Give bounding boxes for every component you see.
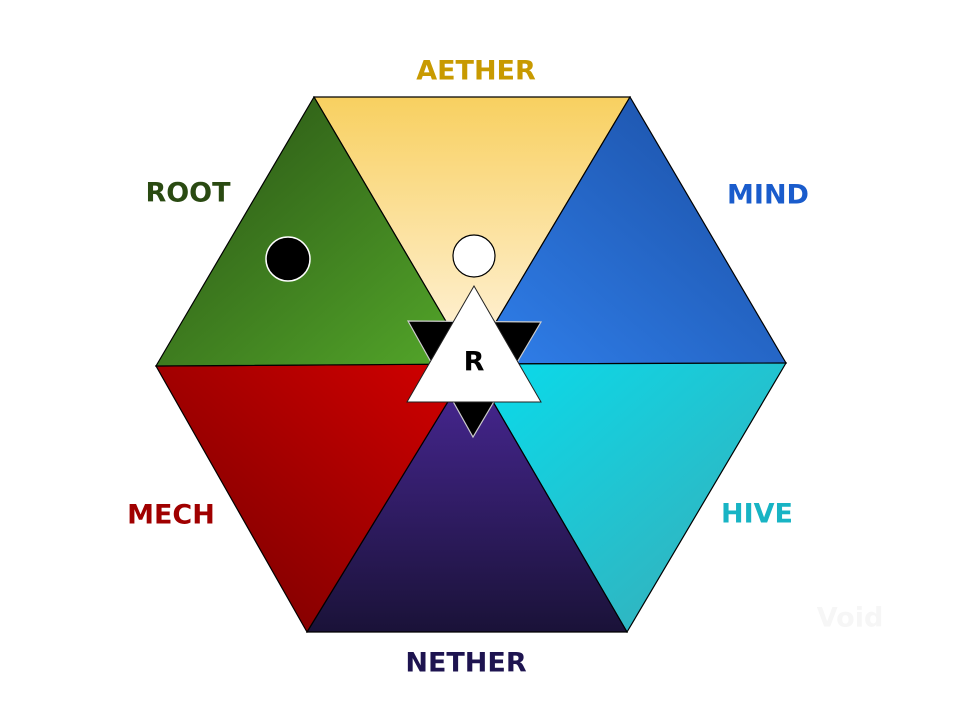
label-root: ROOT	[145, 178, 231, 209]
label-mech: MECH	[127, 500, 215, 531]
black-token[interactable]	[265, 236, 311, 282]
label-void: Void	[817, 603, 884, 634]
label-mind: MIND	[727, 180, 809, 211]
white-token[interactable]	[452, 234, 496, 278]
star-up-triangle	[406, 285, 542, 403]
label-hive: HIVE	[721, 499, 793, 530]
label-nether: NETHER	[405, 648, 526, 679]
label-aether: AETHER	[416, 56, 536, 87]
center-star[interactable]: R	[406, 285, 543, 439]
center-letter: R	[464, 347, 485, 378]
sector-root[interactable]	[154, 95, 473, 367]
